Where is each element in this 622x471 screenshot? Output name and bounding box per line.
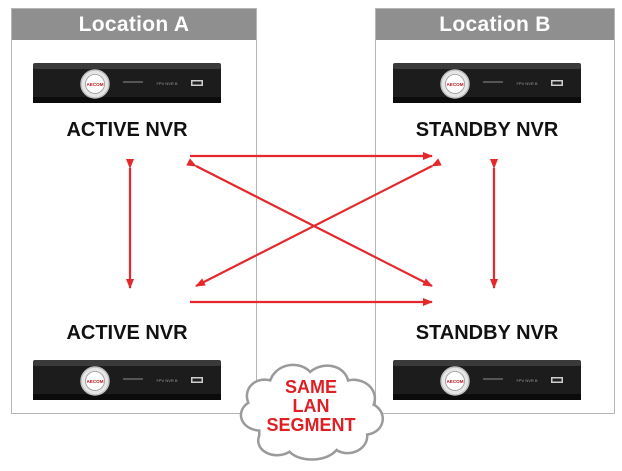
location-a-header: Location A — [12, 9, 256, 40]
svg-text:FPV NVR B: FPV NVR B — [156, 378, 177, 383]
svg-text:FPV NVR B: FPV NVR B — [516, 378, 537, 383]
svg-text:AECOM: AECOM — [86, 82, 103, 87]
cloud-shape — [239, 363, 384, 461]
cloud-line-1: SAME — [284, 377, 337, 397]
location-b-bottom-nvr-label: STANDBY NVR — [415, 322, 559, 344]
svg-text:AECOM: AECOM — [86, 379, 103, 384]
cloud-label: SAME LAN SEGMENT — [228, 378, 394, 435]
location-b-header: Location B — [376, 9, 614, 40]
svg-text:AECOM: AECOM — [446, 82, 463, 87]
svg-text:AECOM: AECOM — [446, 379, 463, 384]
arrow-cross-b-top-a-bottom — [195, 158, 442, 287]
nvr-device-a-bottom: AECOM FPV NVR B — [33, 360, 221, 400]
svg-text:FPV NVR B: FPV NVR B — [516, 81, 537, 86]
location-b-top-nvr-label: STANDBY NVR — [415, 119, 559, 141]
location-a-top-nvr-label: ACTIVE NVR — [66, 119, 188, 141]
location-a-bottom-nvr-label: ACTIVE NVR — [66, 322, 188, 344]
nvr-device-a-top: AECOM FPV NVR B — [33, 63, 221, 103]
svg-text:FPV NVR B: FPV NVR B — [156, 81, 177, 86]
cloud-line-2: LAN — [292, 396, 330, 416]
nvr-device-b-top: AECOM FPV NVR B — [393, 63, 581, 103]
nvr-device-b-bottom: AECOM FPV NVR B — [393, 360, 581, 400]
lan-cloud: SAME LAN SEGMENT — [228, 354, 394, 466]
cloud-line-3: SEGMENT — [266, 415, 356, 435]
